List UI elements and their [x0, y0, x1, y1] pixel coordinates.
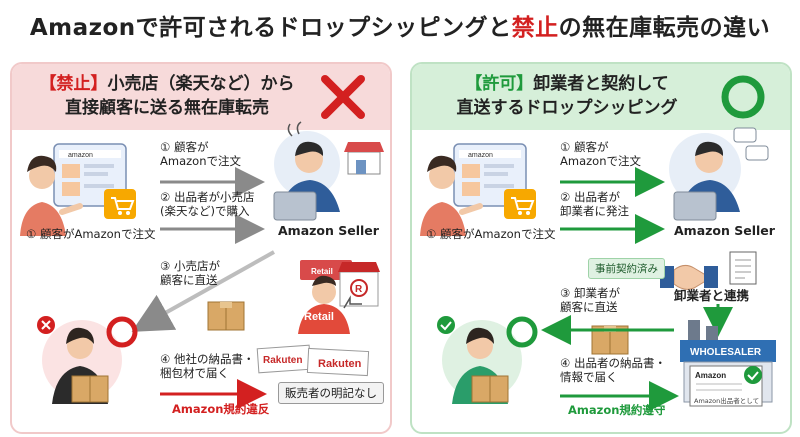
step3-line1: ③ 小売店が [160, 259, 220, 273]
check-icon [437, 316, 455, 334]
allowed-flow-illustration: amazon [420, 127, 776, 411]
invoice-heading: Amazon [695, 371, 726, 380]
step4-line2: 情報で届く [560, 370, 618, 384]
step4-line1: ④ 他社の納品書・ [160, 352, 255, 366]
forbidden-heading-line1: 小売店（楽天など）から [107, 74, 295, 94]
circle-icon [721, 75, 765, 119]
forbidden-panel-header: 【禁止】小売店（楽天など）から 直接顧客に送る無在庫転売 [12, 64, 390, 130]
forbidden-tag: 【禁止】 [39, 74, 108, 94]
handshake-icon [660, 264, 718, 290]
circle-icon [506, 316, 538, 348]
stressed-seller-illustration [273, 121, 340, 221]
screen-brand-left: amazon [68, 152, 93, 159]
page-title: Amazonで許可されるドロップシッピングと禁止の無在庫転売の違い [0, 0, 800, 56]
customer-receiving-box-illustration [42, 320, 122, 404]
no-seller-note: 販売者の明記なし [278, 382, 384, 404]
invoice-note: Amazon出品者として [694, 396, 759, 405]
allowed-panel-header: 【許可】卸業者と契約して 直送するドロップシッピング [412, 64, 790, 130]
rakuten-label-a: Rakuten [263, 355, 302, 366]
step1-line2: Amazonで注文 [560, 154, 641, 168]
step3-line2: 顧客に直送 [160, 273, 218, 287]
step2-line1: ② 出品者が [560, 190, 620, 204]
step3-line2: 顧客に直送 [560, 300, 618, 314]
allowed-tag: 【許可】 [465, 74, 534, 94]
retail-sign-text: Retail [311, 267, 333, 276]
customer-with-monitor-illustration [420, 143, 536, 236]
title-part-3: の無在庫転売の違い [558, 15, 771, 41]
package-box-illustration [207, 301, 245, 331]
rule-violation-label: Amazon規約違反 [172, 402, 270, 416]
wholesaler-link-label: 卸業者と連携 [674, 288, 750, 303]
retail-shirt-text: Retail [304, 311, 334, 323]
step1-line2: Amazonで注文 [160, 154, 241, 168]
direct-ship-arrow [131, 250, 275, 332]
wholesaler-sign-text: WHOLESALER [690, 347, 762, 358]
step2-line2: (楽天など)で購入 [160, 204, 250, 218]
title-part-1: Amazonで許可されるドロップシッピングと [29, 15, 512, 41]
allowed-heading-line1: 卸業者と契約して [533, 74, 669, 94]
svg-text:R: R [355, 284, 363, 295]
cross-icon [37, 316, 55, 334]
retail-store-worker-illustration: R [298, 260, 380, 334]
customer-order-label: ① 顧客がAmazonで注文 [426, 227, 556, 241]
rakuten-slip-illustration [256, 344, 370, 377]
step2-line2: 卸業者に発注 [560, 204, 629, 218]
screen-brand-right: amazon [468, 152, 493, 159]
check-icon [744, 366, 762, 384]
rule-compliance-label: Amazon規約遵守 [568, 403, 666, 417]
step1-line1: ① 顧客が [160, 140, 209, 154]
seller-label: Amazon Seller [278, 223, 379, 238]
step4-line2: 梱包材で届く [160, 366, 229, 380]
customer-receiving-box-illustration [442, 320, 522, 404]
seller-illustration [669, 127, 769, 221]
step3-line1: ③ 卸業者が [560, 286, 620, 300]
cross-icon [321, 75, 365, 119]
contract-document-icon [729, 251, 757, 285]
store-icon [344, 142, 384, 175]
allowed-heading-line2: 直送するドロップシッピング [456, 98, 678, 118]
allowed-panel: 【許可】卸業者と契約して 直送するドロップシッピング [410, 62, 792, 434]
rakuten-label-b: Rakuten [318, 358, 362, 370]
step2-line1: ② 出品者が小売店 [160, 190, 255, 204]
circle-icon [106, 316, 138, 348]
title-part-2-highlight: 禁止 [511, 15, 559, 41]
customer-with-monitor-illustration [20, 143, 136, 236]
customer-order-label: ① 顧客がAmazonで注文 [26, 227, 156, 241]
seller-label: Amazon Seller [674, 223, 775, 238]
forbidden-panel: 【禁止】小売店（楽天など）から 直接顧客に送る無在庫転売 [10, 62, 392, 434]
forbidden-heading-line2: 直接顧客に送る無在庫転売 [65, 98, 269, 118]
contract-chip: 事前契約済み [588, 258, 665, 279]
step4-line1: ④ 出品者の納品書・ [560, 356, 666, 370]
step1-line1: ① 顧客が [560, 140, 609, 154]
forbidden-flow-illustration: amazon [20, 121, 384, 409]
